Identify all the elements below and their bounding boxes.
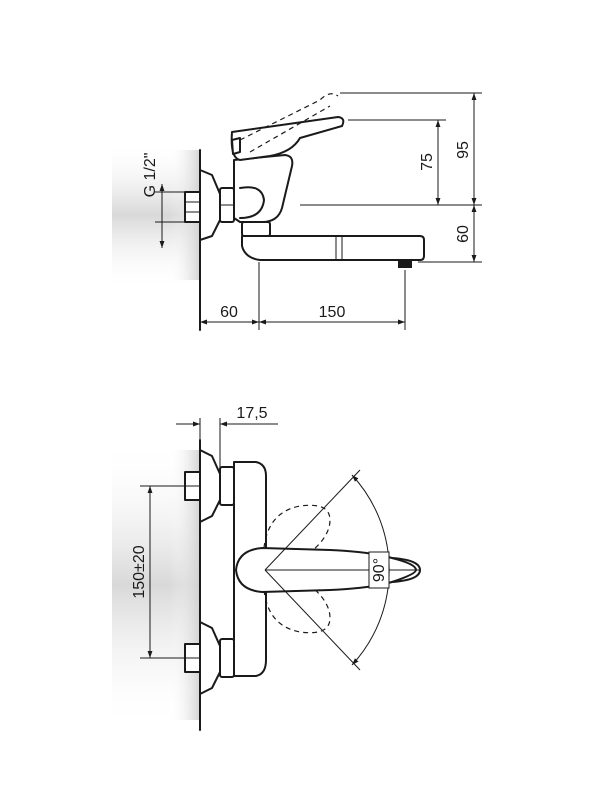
- lever-handle-side: [230, 116, 345, 161]
- rotation-ray-down: [264, 569, 361, 671]
- dim-wall-offset-label: 60: [220, 304, 238, 321]
- lever-handle-cap: [231, 137, 241, 155]
- angle-label-box: [368, 551, 390, 589]
- dim-inlet-spacing-label: 150±20: [131, 545, 148, 598]
- upper-nut-top: [219, 466, 235, 506]
- dim-total-height-label: 95: [455, 141, 472, 159]
- dim-spout-height-label: 60: [455, 225, 472, 243]
- mixer-body-curve: [239, 186, 265, 219]
- rotation-ray-up: [264, 469, 361, 571]
- lever-raised-outline: [239, 93, 339, 141]
- dim-spout-reach-label: 150: [319, 304, 346, 321]
- upper-flange-top: [199, 449, 221, 523]
- top-view: 90° 17,5 150±20: [112, 405, 421, 731]
- lower-flange-top: [199, 621, 221, 695]
- lower-nut-top: [219, 638, 235, 678]
- dim-lever-height-label: 75: [419, 153, 436, 171]
- spout-side: [241, 235, 425, 261]
- dim-rotation-angle-label: 90°: [371, 558, 388, 582]
- wall-flange-side: [199, 169, 221, 241]
- lever-raised-outline-2: [249, 105, 331, 153]
- dim-thread-label: G 1/2": [142, 153, 159, 198]
- spout-connector: [241, 221, 271, 237]
- side-view: G 1/2" 75 95 60 60 150: [112, 92, 482, 331]
- dim-wall-depth-label: 17,5: [236, 405, 267, 422]
- aerator-side: [398, 260, 412, 268]
